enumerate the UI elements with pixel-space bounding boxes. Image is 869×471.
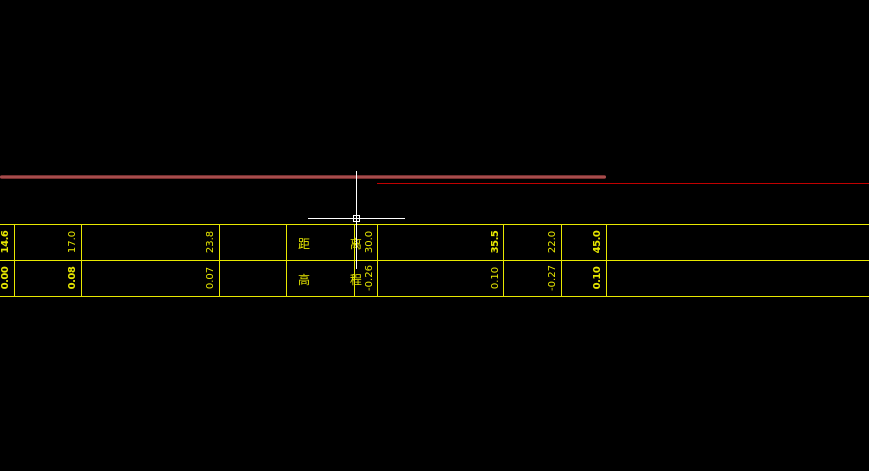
elevation-value: 0.10 (592, 266, 603, 290)
table-column-divider (606, 224, 607, 296)
table-row-divider (0, 260, 869, 261)
table-column-divider (81, 224, 82, 296)
distance-value: 35.5 (490, 230, 501, 254)
distance-value: 45.0 (592, 230, 603, 254)
table-column-divider (503, 224, 504, 296)
row-label-elevation: 高 程 (298, 273, 380, 287)
profile-line-ground (0, 175, 606, 179)
distance-value: 17.0 (67, 230, 78, 254)
table-column-divider (219, 224, 220, 296)
profile-line-design (377, 183, 869, 184)
table-column-divider (377, 224, 378, 296)
distance-value: 30.0 (364, 230, 375, 254)
table-column-divider (354, 224, 355, 296)
table-column-divider (561, 224, 562, 296)
distance-value: 14.6 (0, 230, 11, 254)
table-top-border (0, 224, 869, 225)
elevation-value: 0.00 (0, 266, 11, 290)
elevation-value: 0.10 (490, 266, 501, 290)
table-column-divider (14, 224, 15, 296)
distance-value: 23.8 (205, 230, 216, 254)
elevation-value: 0.08 (67, 266, 78, 290)
elevation-value: -0.26 (364, 265, 375, 291)
table-bottom-border (0, 296, 869, 297)
elevation-value: -0.27 (547, 265, 558, 291)
elevation-value: 0.07 (205, 266, 216, 290)
distance-value: 22.0 (547, 230, 558, 254)
table-column-divider (286, 224, 287, 296)
row-label-distance: 距 离 (298, 237, 380, 251)
